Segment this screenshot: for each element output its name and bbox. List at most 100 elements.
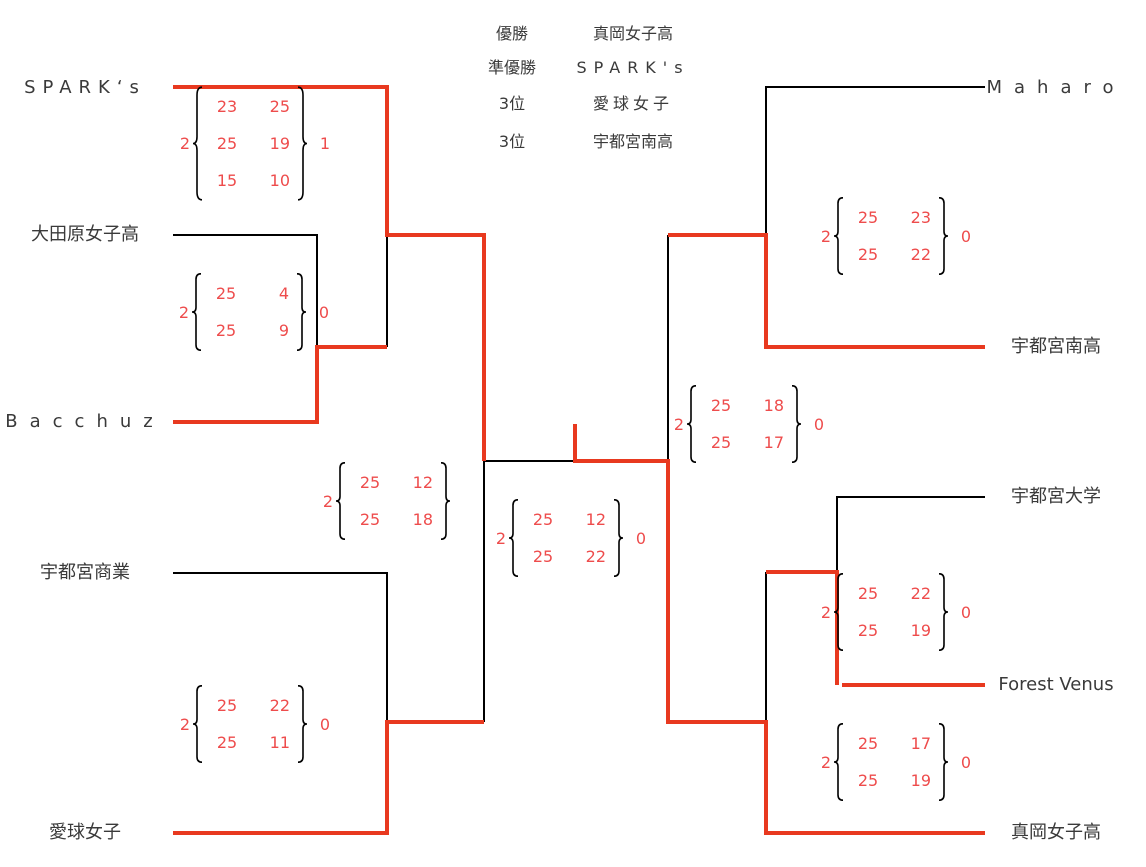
set-score-left: 23 — [216, 97, 238, 116]
right-brace-icon — [439, 462, 451, 540]
team-right-1: Maharo — [986, 77, 1126, 98]
sets-won-left: 2 — [820, 226, 832, 246]
result-rank-third-2: 3位 — [498, 132, 526, 151]
set-scores: 25 12 25 18 — [347, 464, 439, 538]
result-rank-runner-up: 準優勝 — [487, 58, 537, 77]
sets-won-left: 2 — [495, 528, 507, 548]
set-score-left: 25 — [857, 734, 879, 753]
sets-won-right: 0 — [318, 302, 330, 322]
set-score-left: 25 — [359, 473, 381, 492]
team-right-4: Forest Venus — [998, 674, 1114, 695]
sets-won-left: 2 — [179, 134, 191, 153]
set-score-right: 18 — [412, 510, 433, 529]
set-scores: 25 17 25 19 — [845, 725, 937, 799]
set-score-right: 22 — [585, 547, 606, 566]
set-scores: 25 12 25 22 — [520, 501, 612, 575]
set-score-left: 25 — [857, 771, 879, 790]
sets-won-right: 0 — [635, 528, 647, 548]
set-score-right: 19 — [910, 621, 931, 640]
set-score-right: 18 — [763, 396, 784, 415]
sets-won-left: 2 — [178, 302, 190, 322]
sets-won-left: 2 — [179, 714, 191, 734]
result-team-champion: 真岡女子高 — [592, 24, 674, 43]
right-brace-icon — [296, 685, 308, 763]
left-brace-icon — [508, 499, 520, 577]
sets-won-right: 0 — [960, 752, 972, 772]
left-brace-icon — [192, 86, 204, 201]
set-score-left: 25 — [710, 433, 732, 452]
left-brace-icon — [686, 385, 698, 463]
set-score-right: 17 — [910, 734, 931, 753]
set-score-left: 25 — [857, 208, 879, 227]
team-right-2: 宇都宮南高 — [1011, 336, 1101, 357]
set-score-left: 25 — [215, 321, 237, 340]
sets-won-left: 2 — [322, 491, 334, 511]
set-score-left: 25 — [532, 510, 554, 529]
set-score-right: 11 — [269, 733, 290, 752]
left-brace-icon — [833, 723, 845, 801]
set-score-right: 19 — [910, 771, 931, 790]
match-score-m7: 2 25 18 25 17 0 — [672, 385, 826, 463]
team-right-3: 宇都宮大学 — [1011, 486, 1101, 507]
team-left-2: 大田原女子高 — [31, 224, 139, 245]
left-brace-icon — [833, 573, 845, 651]
set-score-right: 12 — [412, 473, 433, 492]
result-team-third-2: 宇都宮南高 — [592, 132, 674, 151]
set-score-right: 23 — [910, 208, 931, 227]
team-left-1: SPARK‘s — [24, 77, 146, 98]
result-team-runner-up: SPARK's — [576, 58, 690, 77]
sets-won-right: 0 — [960, 226, 972, 246]
team-right-5: 真岡女子高 — [1011, 822, 1101, 843]
left-brace-icon — [335, 462, 347, 540]
set-score-left: 25 — [532, 547, 554, 566]
result-team-third-1: 愛球女子 — [592, 94, 674, 113]
sets-won-right: 0 — [960, 602, 972, 622]
team-left-3: Bacchuz — [5, 411, 165, 432]
set-score-left: 25 — [359, 510, 381, 529]
set-score-left: 25 — [857, 621, 879, 640]
set-score-right: 10 — [269, 171, 290, 190]
sets-won-right: 0 — [319, 714, 331, 734]
right-brace-icon — [790, 385, 802, 463]
sets-won-right: 0 — [813, 414, 825, 434]
set-score-left: 25 — [710, 396, 732, 415]
sets-won-left: 2 — [673, 414, 685, 434]
bracket-lines-normal — [173, 86, 985, 722]
left-brace-icon — [191, 273, 203, 351]
right-brace-icon — [295, 273, 307, 351]
sets-won-right: 1 — [319, 134, 331, 153]
team-left-4: 宇都宮商業 — [40, 562, 130, 583]
left-brace-icon — [192, 685, 204, 763]
set-score-right: 17 — [763, 433, 784, 452]
set-score-left: 25 — [216, 696, 238, 715]
set-score-right: 4 — [278, 284, 289, 303]
team-left-5: 愛球女子 — [49, 822, 121, 843]
set-score-left: 25 — [216, 733, 238, 752]
right-brace-icon — [296, 86, 308, 201]
match-score-m3: 2 25 12 25 18 — [321, 462, 451, 540]
set-score-right: 12 — [585, 510, 606, 529]
set-scores: 25 22 25 19 — [845, 575, 937, 649]
right-brace-icon — [937, 573, 949, 651]
set-scores: 25 22 25 11 — [204, 687, 296, 761]
match-score-m4: 2 25 22 25 11 0 — [178, 685, 332, 763]
right-brace-icon — [937, 197, 949, 275]
set-score-right: 22 — [910, 245, 931, 264]
set-score-right: 22 — [269, 696, 290, 715]
set-scores: 25 18 25 17 — [698, 387, 790, 461]
right-brace-icon — [612, 499, 624, 577]
set-score-right: 9 — [278, 321, 289, 340]
set-score-left: 15 — [216, 171, 238, 190]
set-score-right: 22 — [910, 584, 931, 603]
left-brace-icon — [833, 197, 845, 275]
set-score-left: 25 — [857, 584, 879, 603]
result-rank-champion: 優勝 — [495, 24, 529, 43]
result-rank-third-1: 3位 — [498, 94, 526, 113]
set-score-right: 25 — [269, 97, 290, 116]
